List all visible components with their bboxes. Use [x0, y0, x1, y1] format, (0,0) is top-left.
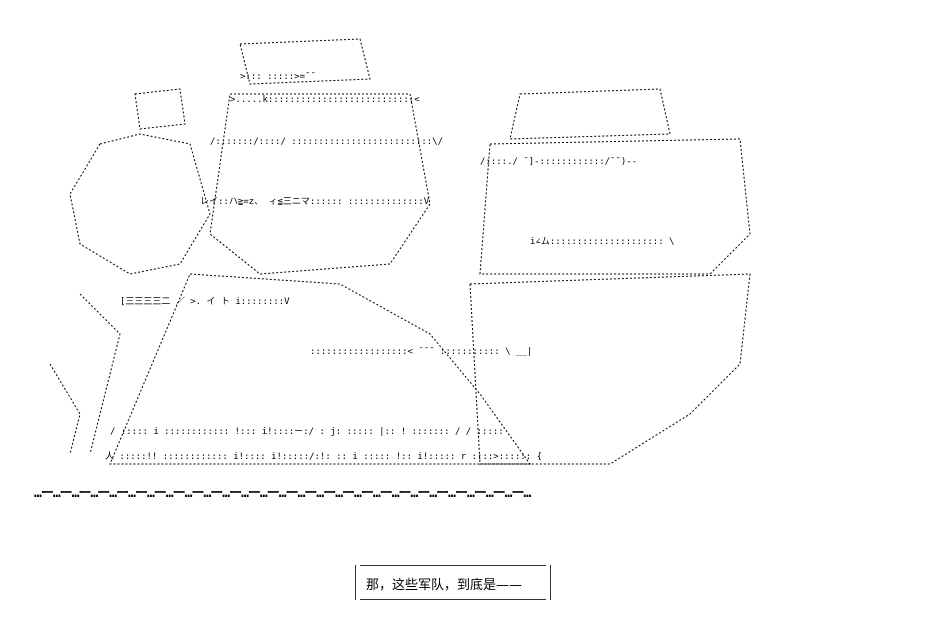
right-figure-body: [469, 273, 751, 465]
art-hatch-row: ::::::::::::::::::< ¯¯¯ ::::::::::: \ __…: [310, 347, 532, 357]
right-figure-face: [479, 138, 751, 275]
caption-box: 那，这些军队，到底是——: [355, 565, 551, 600]
art-hatch-row: [三三三三二 ／ >. イ ト i::::::::V: [120, 296, 290, 307]
separator-dotted-line: …ー…ー…ー…ー…ー…ー…ー…ー…ー…ー…ー…ー…ー…ー…ー…ー…ー…ー…ー…ー…: [34, 486, 531, 501]
ascii-art-illustration: >::: :::::>=¯¯ >.....k::::::::::::::::::…: [49, 38, 751, 465]
art-hatch-row: 人 :::::!! :::::::::::: i!:::: i!:::::/:!…: [105, 451, 542, 462]
art-hatch-row: i∠ム::::::::::::::::::::: \: [530, 236, 674, 247]
left-figure-head: [134, 88, 186, 130]
right-figure-hat: [509, 88, 671, 140]
art-hatch-row: >.....k:::::::::::::::::::::::::::<: [230, 95, 420, 105]
left-figure-arm: [79, 293, 121, 455]
art-hatch-row: /:::::::/::::/ :::::::::::::::::::::::::…: [210, 137, 443, 147]
left-figure-body: [69, 133, 211, 275]
caption-text: 那，这些军队，到底是——: [366, 578, 523, 593]
center-figure-hat: [239, 38, 371, 85]
art-hatch-row: /::::./ ¯]-::::::::::::/¯¯)--: [480, 157, 637, 167]
center-figure-body: [109, 273, 531, 465]
art-hatch-row: / ::::: i :::::::::::: !::: i!::::ー:/ : …: [110, 427, 504, 437]
left-figure-leg: [49, 363, 81, 455]
art-hatch-row: >::: :::::>=¯¯: [240, 72, 316, 82]
center-figure-face: [209, 93, 431, 275]
art-hatch-row: レイ::ハ≧=z、 ィ≦三ニマ:::::: ::::::::::::::V: [200, 197, 430, 207]
